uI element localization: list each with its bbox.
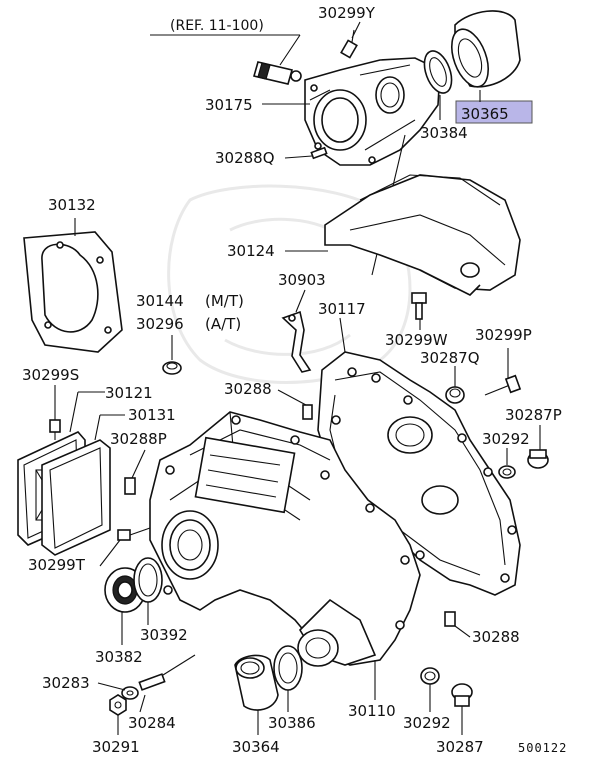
extension-housing-30175[interactable]: [304, 57, 441, 166]
pin-30288-bottom[interactable]: [444, 611, 456, 627]
pin-30288P[interactable]: [124, 477, 136, 495]
label-30121: 30121: [105, 384, 153, 402]
bolt-30299T[interactable]: [117, 527, 151, 541]
reference-label: (REF. 11-100): [170, 18, 264, 34]
pin-30288Q[interactable]: [310, 146, 328, 160]
label-30124: 30124: [227, 242, 275, 260]
label-30283: 30283: [42, 674, 90, 692]
diagram-code: 500122: [518, 741, 567, 755]
label-30299W: 30299W: [385, 331, 448, 349]
label-30299P: 30299P: [475, 326, 532, 344]
highlight-30365: [455, 100, 533, 124]
ring-30392[interactable]: [133, 557, 163, 603]
label-30131: 30131: [128, 406, 176, 424]
dust-cover-30364[interactable]: [234, 654, 279, 711]
label-30132: 30132: [48, 196, 96, 214]
label-30392: 30392: [140, 626, 188, 644]
bolt-30299W[interactable]: [411, 292, 427, 320]
protector-30124[interactable]: [324, 174, 521, 296]
dust-cover-30365[interactable]: [445, 10, 521, 92]
label-30299T: 30299T: [28, 556, 86, 574]
bolt-30299P[interactable]: [484, 374, 522, 396]
plug-30144-30296[interactable]: [162, 361, 182, 375]
label-30296: 30296: [136, 315, 184, 333]
seal-30384[interactable]: [419, 47, 457, 97]
washer-30283[interactable]: [121, 686, 139, 700]
rear-case-30117[interactable]: [317, 351, 521, 596]
label-30110: 30110: [348, 702, 396, 720]
bracket-30903[interactable]: [281, 310, 312, 373]
transfer-case-30110[interactable]: [149, 411, 421, 667]
label-30292-bottom: 30292: [403, 714, 451, 732]
label-30287: 30287: [436, 738, 484, 756]
ref-shaft-part: [253, 61, 302, 85]
label-30284: 30284: [128, 714, 176, 732]
label-30288-bottom: 30288: [472, 628, 520, 646]
label-30365: 30365: [461, 105, 509, 123]
label-30144: 30144: [136, 292, 184, 310]
stud-30284[interactable]: [138, 673, 166, 691]
label-30384: 30384: [420, 124, 468, 142]
label-30117: 30117: [318, 300, 366, 318]
bolt-30299Y[interactable]: [340, 21, 361, 59]
label-30382: 30382: [95, 648, 143, 666]
label-30296-note: (A/T): [205, 315, 241, 333]
reference-callout: (REF. 11-100): [150, 18, 301, 66]
label-30288-top: 30288: [224, 380, 272, 398]
label-30288P: 30288P: [110, 430, 167, 448]
label-30299S: 30299S: [22, 366, 79, 384]
pin-30288-top[interactable]: [302, 404, 313, 420]
label-30299Y: 30299Y: [318, 4, 376, 22]
label-30287P: 30287P: [505, 406, 562, 424]
label-30291: 30291: [92, 738, 140, 756]
label-30287Q: 30287Q: [420, 349, 480, 367]
label-30144-note: (M/T): [205, 292, 244, 310]
nut-30291[interactable]: [109, 694, 127, 716]
plug-30287P[interactable]: [527, 449, 549, 469]
label-30364: 30364: [232, 738, 280, 756]
label-30903: 30903: [278, 271, 326, 289]
plug-30287Q[interactable]: [445, 386, 465, 404]
label-30288Q: 30288Q: [215, 149, 275, 167]
bolt-30299S[interactable]: [49, 419, 61, 440]
washer-30292-top[interactable]: [498, 465, 516, 479]
washer-30292-bottom[interactable]: [420, 667, 440, 685]
gasket-30131[interactable]: [41, 439, 111, 556]
label-30292-top: 30292: [482, 430, 530, 448]
label-30386: 30386: [268, 714, 316, 732]
seal-30386[interactable]: [273, 645, 303, 691]
label-30175: 30175: [205, 96, 253, 114]
gasket-30132[interactable]: [23, 231, 123, 353]
plug-30287[interactable]: [451, 683, 473, 707]
